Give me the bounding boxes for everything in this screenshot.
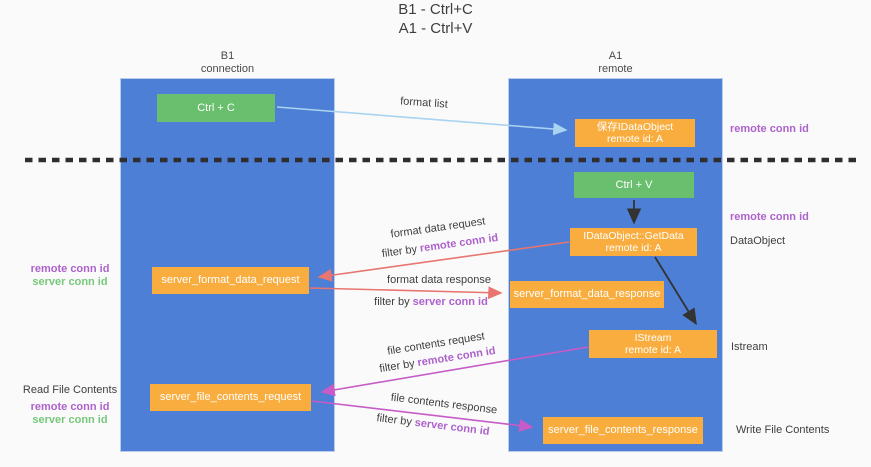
title-line-2: A1 - Ctrl+V: [398, 20, 473, 37]
label-remote-conn-id-left-2: remote conn id: [30, 401, 110, 413]
label-server-conn-id-left-2: server conn id: [32, 414, 108, 426]
filter-prefix-1: filter by: [381, 243, 418, 261]
left-column-name: B1: [220, 50, 235, 62]
box-server-format-data-request-label: server_format_data_request: [161, 274, 300, 287]
box-server-format-data-response-label: server_format_data_response: [513, 288, 661, 301]
box-save-idataobject-line2: remote id: A: [606, 133, 664, 145]
filter-key-4: server conn id: [414, 416, 491, 438]
title-line-1: B1 - Ctrl+C: [398, 1, 473, 18]
label-dataobject: DataObject: [730, 235, 786, 247]
box-ctrl-c: Ctrl + C: [157, 94, 275, 122]
box-server-format-data-response: server_format_data_response: [510, 281, 664, 308]
label-istream: Istream: [731, 341, 768, 353]
filter-key-1: remote conn id: [419, 231, 499, 255]
box-server-file-contents-response-label: server_file_contents_response: [548, 424, 698, 437]
box-idataobject-getdata-line2: remote id: A: [605, 242, 662, 254]
box-save-idataobject-line1: 保存IDataObject: [596, 120, 674, 133]
left-column-subtitle: connection: [200, 63, 255, 75]
box-ctrl-c-label: Ctrl + C: [197, 101, 235, 114]
box-server-file-contents-response: server_file_contents_response: [543, 417, 703, 444]
left-column-header: B1 connection: [120, 50, 335, 76]
box-save-idataobject: 保存IDataObject remote id: A: [575, 119, 695, 147]
page-title: B1 - Ctrl+C A1 - Ctrl+V: [0, 0, 871, 38]
format-request-to-format-response-arrow: [309, 286, 503, 300]
label-write-file-contents: Write File Contents: [736, 424, 830, 436]
box-idataobject-getdata-line1: IDataObject::GetData: [583, 229, 684, 242]
box-istream-line2: remote id: A: [624, 344, 682, 356]
label-file-contents-response: file contents response: [390, 391, 498, 417]
filter-key-2: server conn id: [412, 296, 488, 308]
right-column-subtitle: remote: [598, 63, 633, 75]
filter-prefix-3: filter by: [378, 357, 416, 376]
box-istream-line1: IStream: [634, 331, 672, 344]
box-istream: IStream remote id: A: [589, 330, 717, 358]
box-server-format-data-request: server_format_data_request: [152, 267, 309, 294]
box-ctrl-v: Ctrl + V: [574, 172, 694, 198]
box-server-file-contents-request-label: server_file_contents_request: [159, 391, 302, 404]
filter-prefix-4: filter by: [375, 412, 413, 429]
label-read-file-contents: Read File Contents: [22, 384, 118, 396]
label-format-list: format list: [399, 95, 449, 111]
box-ctrl-v-label: Ctrl + V: [615, 178, 653, 191]
label-server-conn-id-left-1: server conn id: [32, 276, 108, 288]
label-remote-conn-id-left-1: remote conn id: [30, 263, 110, 275]
label-remote-conn-id-right-1: remote conn id: [730, 123, 809, 135]
label-remote-conn-id-right-2: remote conn id: [730, 211, 809, 223]
box-idataobject-getdata: IDataObject::GetData remote id: A: [570, 228, 697, 256]
filter-prefix-2: filter by: [374, 296, 410, 308]
box-server-file-contents-request: server_file_contents_request: [150, 384, 311, 411]
right-column-header: A1 remote: [508, 50, 723, 76]
label-format-data-response: format data response: [387, 274, 491, 286]
right-column-name: A1: [608, 50, 623, 62]
